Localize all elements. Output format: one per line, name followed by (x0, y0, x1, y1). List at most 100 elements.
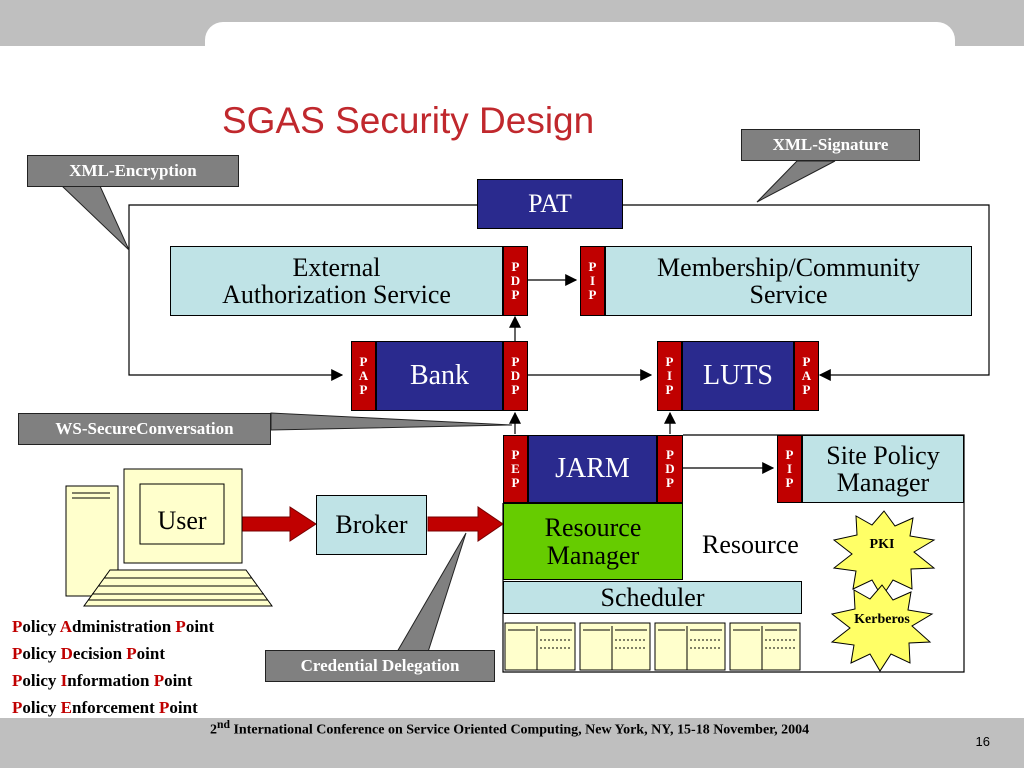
ws-secure-callout: WS-SecureConversation (18, 413, 271, 445)
site-policy-line2: Manager (836, 468, 930, 497)
tag-letter: D (510, 273, 521, 288)
footer-text: 2nd International Conference on Service … (210, 718, 809, 739)
legend-text: nformation (67, 671, 154, 690)
pki-label: PKI (869, 537, 895, 552)
tag-letter: D (665, 461, 675, 476)
external-auth-line1: External (292, 252, 381, 282)
footer-ordinal: 2 (210, 722, 217, 738)
tag-letter: P (359, 382, 368, 397)
tag-letter: P (511, 259, 520, 274)
tag-letter: D (510, 368, 521, 383)
resource-label: Resource (702, 530, 799, 559)
tag-letter: P (588, 287, 597, 302)
legend-initial: E (60, 698, 72, 717)
page-number: 16 (975, 734, 990, 749)
legend-text: olicy (22, 698, 61, 717)
legend-initial: P (12, 671, 23, 690)
tag-letter: I (666, 368, 673, 383)
membership-line2: Service (749, 280, 828, 309)
tag-letter: P (665, 382, 674, 397)
xml-encryption-callout: XML-Encryption (27, 155, 239, 187)
tag-letter: P (511, 447, 520, 462)
legend-initial: P (12, 698, 23, 717)
ws-secure-tail (270, 412, 513, 431)
resource-manager-line2: Manager (546, 540, 640, 570)
slide-top-tab (205, 22, 955, 62)
legend-initial: I (60, 671, 68, 690)
computer-icon (65, 468, 273, 607)
tag-letter: P (359, 354, 368, 369)
external-authorization-service-box: External Authorization Service (170, 246, 503, 316)
user-label: User (157, 506, 207, 535)
legend-text: olicy (22, 644, 61, 663)
legend-text: dministration (71, 617, 176, 636)
tag-letter: P (802, 382, 811, 397)
broker-rm-arrow (427, 506, 504, 542)
tag-letter: A (358, 368, 369, 383)
legend-row-pep: Policy Enforcement Point (12, 694, 214, 721)
tag-letter: P (511, 287, 520, 302)
tag-letter: P (511, 475, 520, 490)
xml-encryption-tail (60, 185, 130, 251)
kerberos-burst (830, 584, 934, 672)
credential-delegation-callout: Credential Delegation (265, 650, 495, 682)
tag-letter: P (666, 447, 674, 462)
legend-text: olicy (22, 617, 60, 636)
resource-manager-box: Resource Manager (503, 503, 683, 580)
tag-letter: P (802, 354, 811, 369)
outer-frame-line (128, 204, 477, 381)
luts-box: LUTS (682, 341, 794, 411)
membership-community-service-box: Membership/Community Service (605, 246, 972, 316)
legend-row-pdp: Policy Decision Point (12, 640, 214, 667)
outer-frame-line-right (622, 204, 990, 381)
tag-letter: A (801, 368, 812, 383)
pki-burst (832, 510, 936, 598)
footer-superscript: nd (217, 718, 230, 731)
tag-letter: I (786, 461, 793, 476)
legend-row-pap: Policy Administration Point (12, 613, 214, 640)
legend-initial: P (12, 617, 23, 636)
legend: Policy Administration Point Policy Decis… (12, 613, 214, 721)
legend-text: oint (164, 671, 193, 690)
tag-letter: P (666, 475, 674, 490)
legend-initial: P (153, 671, 165, 690)
xml-signature-callout: XML-Signature (741, 129, 920, 161)
tag-letter: I (589, 273, 596, 288)
pat-box: PAT (477, 179, 623, 229)
legend-initial: D (60, 644, 73, 663)
legend-text: oint (185, 617, 215, 636)
membership-line1: Membership/Community (657, 252, 920, 282)
external-auth-line2: Authorization Service (222, 280, 451, 309)
resource-manager-line1: Resource (544, 513, 642, 543)
scheduler-box: Scheduler (503, 581, 802, 614)
legend-text: nforcement (71, 698, 160, 717)
legend-initial: P (175, 617, 186, 636)
tag-letter: P (785, 475, 794, 490)
tag-letter: E (511, 461, 520, 476)
legend-initial: P (126, 644, 137, 663)
tag-letter: P (785, 447, 794, 462)
site-policy-line1: Site Policy (826, 440, 940, 470)
xml-signature-tail (756, 160, 836, 203)
server-rack-icons (504, 622, 801, 671)
legend-row-pip: Policy Information Point (12, 667, 214, 694)
site-policy-manager-box: Site Policy Manager (802, 435, 964, 503)
tag-letter: P (511, 382, 520, 397)
footer-bar (0, 718, 1024, 768)
legend-text: olicy (22, 671, 61, 690)
broker-box: Broker (316, 495, 427, 555)
tag-letter: P (588, 259, 597, 274)
legend-initial: P (12, 644, 23, 663)
legend-text: ecision (72, 644, 127, 663)
jarm-box: JARM (528, 435, 657, 503)
legend-initial: A (59, 617, 72, 636)
tag-letter: P (665, 354, 674, 369)
